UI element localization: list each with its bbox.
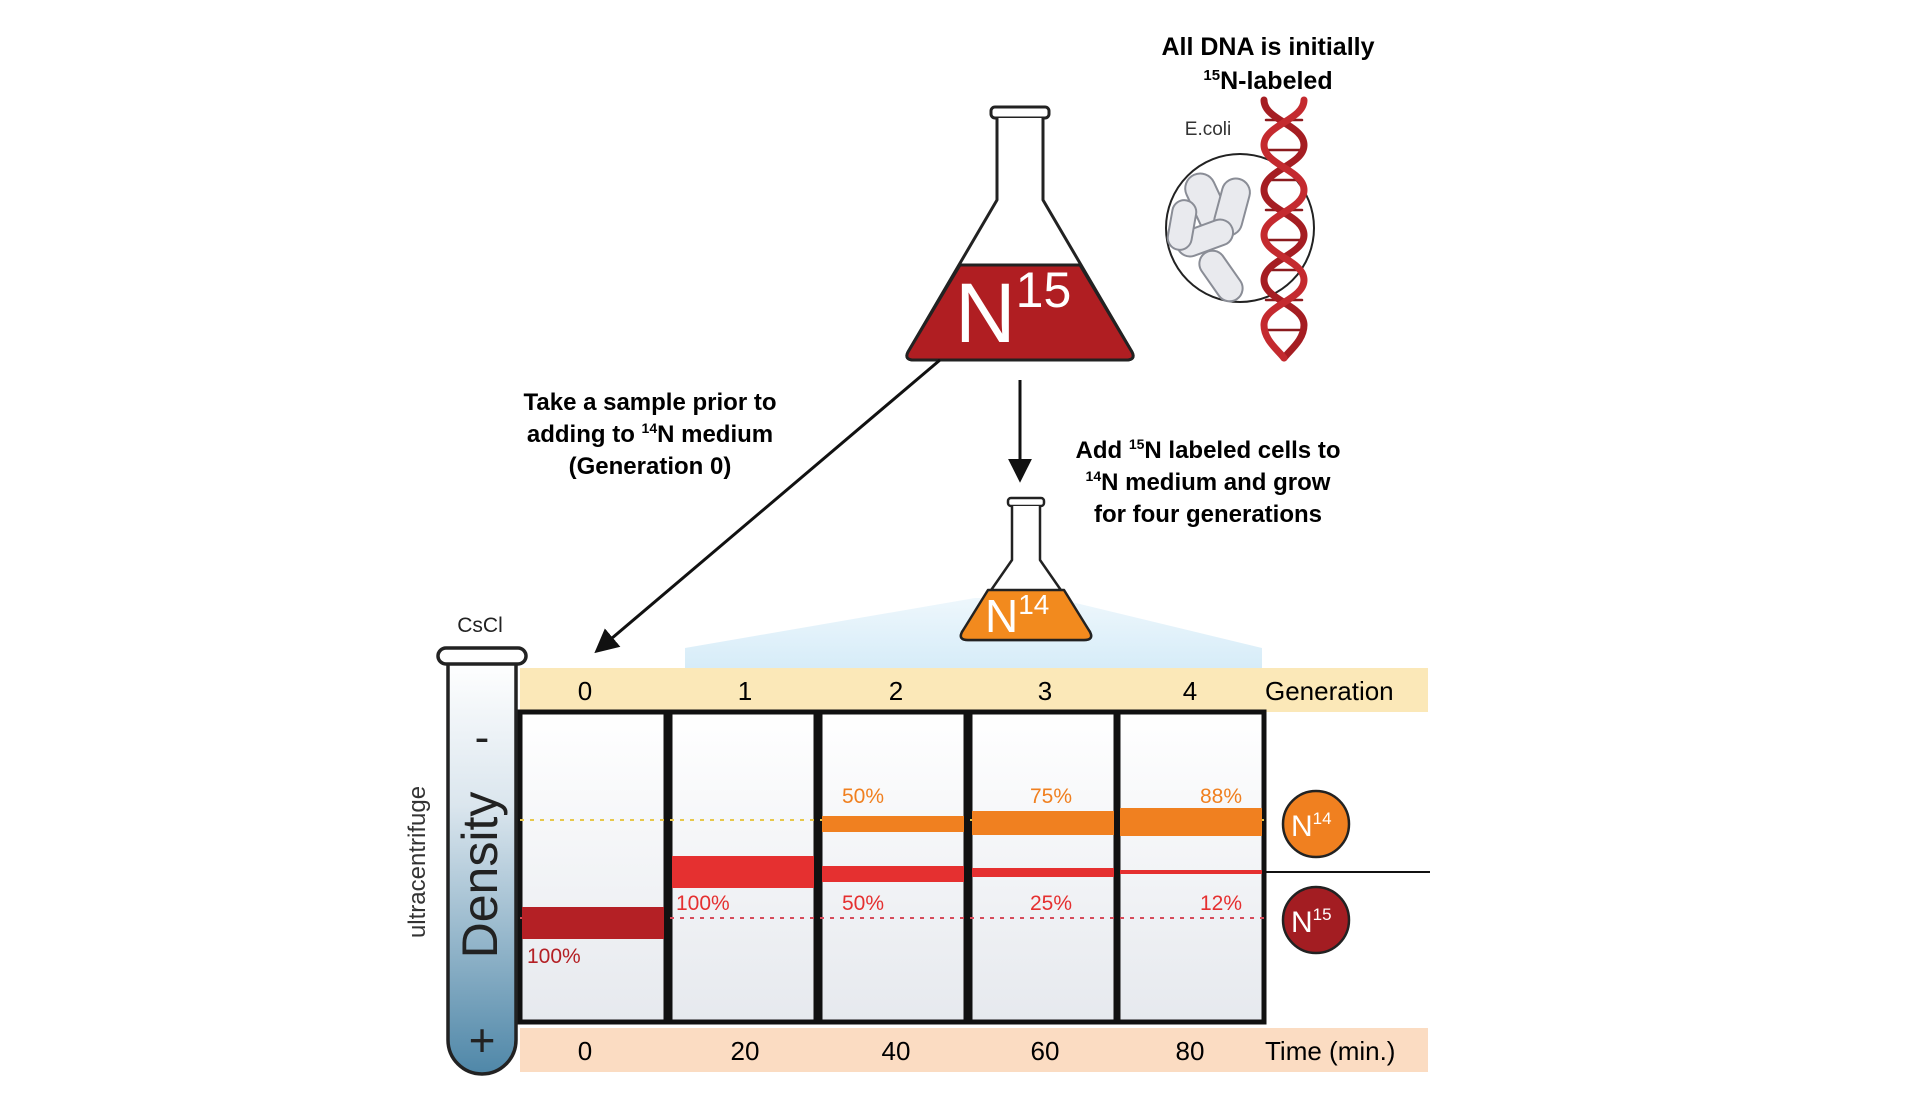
ultracentrifuge-label: ultracentrifuge — [404, 786, 431, 938]
n15-flask: N15 — [905, 105, 1135, 362]
density-label: Density — [452, 792, 508, 959]
top-caption-line2: 15N-labeled — [1203, 67, 1332, 95]
density-plus-sign: + — [469, 1014, 496, 1066]
time-band — [520, 1028, 1428, 1072]
cell-gen-0 — [517, 709, 669, 1025]
gradient-cells — [517, 709, 1267, 1025]
generation-value: 1 — [738, 676, 752, 706]
band-light-gen-4 — [1120, 808, 1262, 836]
density-minus-sign: - — [475, 713, 490, 762]
band-light-gen-3 — [972, 811, 1114, 835]
sample-caption-line1: Take a sample prior to — [524, 389, 777, 416]
bands — [522, 808, 1262, 939]
n15-flask-label: N15 — [955, 262, 1071, 360]
band-hybrid-gen-3 — [972, 868, 1114, 877]
band-hybrid-gen-2 — [822, 866, 964, 882]
label-light-gen-2: 50% — [842, 785, 884, 808]
sample-caption: Take a sample prior to adding to 14N med… — [524, 389, 777, 480]
generation-value: 2 — [889, 676, 903, 706]
label-light-gen-3: 75% — [1030, 785, 1072, 808]
time-value: 0 — [578, 1036, 592, 1066]
sample-arrow — [594, 358, 941, 654]
dna-helix-icon — [1260, 96, 1308, 362]
density-tube — [436, 646, 528, 1076]
label-hybrid-gen-2: 50% — [842, 892, 884, 915]
time-labels: 0 20 40 60 80 Time (min.) — [578, 1036, 1396, 1066]
ecoli-cell-icon — [1165, 153, 1315, 303]
add-caption-line1: Add 15N labeled cells to — [1076, 436, 1341, 464]
n14-marker: N14 — [1281, 789, 1351, 859]
band-hybrid-gen-4 — [1120, 870, 1262, 874]
sample-caption-line2: adding to 14N medium — [527, 420, 773, 448]
ecoli-label: E.coli — [1185, 119, 1231, 140]
band-heavy-gen-0 — [522, 907, 664, 939]
top-caption: All DNA is initially 15N-labeled — [1161, 33, 1374, 95]
label-hybrid-gen-1: 100% — [676, 892, 730, 915]
add-caption-line3: for four generations — [1094, 501, 1322, 528]
generation-value: 0 — [578, 676, 592, 706]
generation-labels: 0 1 2 3 4 Generation — [578, 676, 1394, 706]
top-caption-line1: All DNA is initially — [1161, 33, 1374, 61]
n14-marker-label: N14 — [1291, 809, 1332, 843]
label-heavy-gen-0: 100% — [527, 945, 581, 968]
time-axis-label: Time (min.) — [1265, 1036, 1395, 1066]
band-labels: 100% 100% 50% 50% 75% 25% 88% 12% — [527, 785, 1242, 968]
time-value: 60 — [1031, 1036, 1060, 1066]
label-hybrid-gen-3: 25% — [1030, 892, 1072, 915]
cscl-label: CsCl — [457, 614, 503, 637]
n15-marker: N15 — [1281, 885, 1351, 955]
sample-caption-line3: (Generation 0) — [569, 453, 732, 480]
band-hybrid-gen-1 — [672, 856, 814, 888]
time-value: 20 — [731, 1036, 760, 1066]
n14-flask: N14 — [959, 496, 1093, 642]
add-caption: Add 15N labeled cells to 14N medium and … — [1076, 436, 1341, 528]
cell-gen-3 — [967, 709, 1119, 1025]
n14-flask-label: N14 — [985, 589, 1049, 642]
add-caption-line2: 14N medium and grow — [1086, 468, 1331, 496]
generation-value: 3 — [1038, 676, 1052, 706]
time-value: 40 — [882, 1036, 911, 1066]
band-light-gen-2 — [822, 816, 964, 832]
generation-value: 4 — [1183, 676, 1197, 706]
cell-gen-4 — [1115, 709, 1267, 1025]
n15-marker-label: N15 — [1291, 905, 1332, 939]
label-light-gen-4: 88% — [1200, 785, 1242, 808]
label-hybrid-gen-4: 12% — [1200, 892, 1242, 915]
time-value: 80 — [1176, 1036, 1205, 1066]
generation-axis-label: Generation — [1265, 676, 1394, 706]
generation-band — [520, 668, 1428, 712]
